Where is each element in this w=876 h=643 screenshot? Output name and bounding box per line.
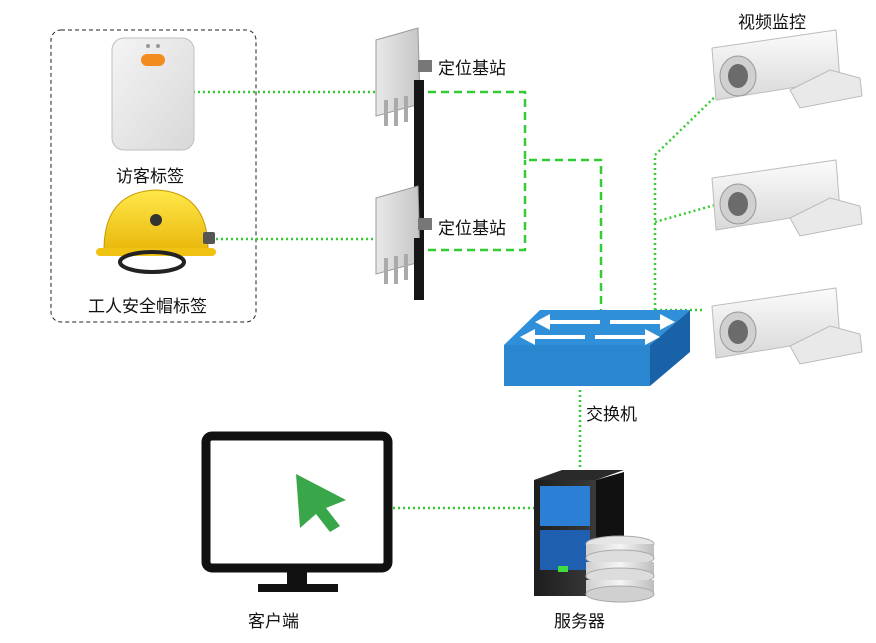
cctv-camera-icon <box>711 287 863 365</box>
helmet-tag-label: 工人安全帽标签 <box>88 297 207 317</box>
base-station-icon <box>375 27 432 300</box>
server-label: 服务器 <box>554 612 605 632</box>
video-monitor-label: 视频监控 <box>738 13 806 33</box>
cctv-camera-icon <box>711 29 863 109</box>
link-cameras-trunk <box>653 89 723 310</box>
link-camera2 <box>654 201 723 224</box>
tag-group-box <box>50 29 257 323</box>
database-icon <box>585 535 655 603</box>
cursor-icon <box>296 474 346 532</box>
base-station-1-label: 定位基站 <box>438 59 506 79</box>
client-label: 客户端 <box>248 612 299 632</box>
base-station-2-label: 定位基站 <box>438 219 506 239</box>
visitor-tag-icon <box>111 37 195 151</box>
link-station1-trunk <box>428 90 603 310</box>
link-station2-trunk <box>428 160 527 252</box>
base-station-icon <box>375 185 432 300</box>
helmet-tag-icon <box>96 189 216 274</box>
visitor-tag-label: 访客标签 <box>116 167 184 187</box>
cctv-camera-icon <box>711 159 863 237</box>
monitor-icon <box>201 431 393 592</box>
network-switch-icon <box>504 310 690 386</box>
switch-label: 交换机 <box>586 405 637 425</box>
